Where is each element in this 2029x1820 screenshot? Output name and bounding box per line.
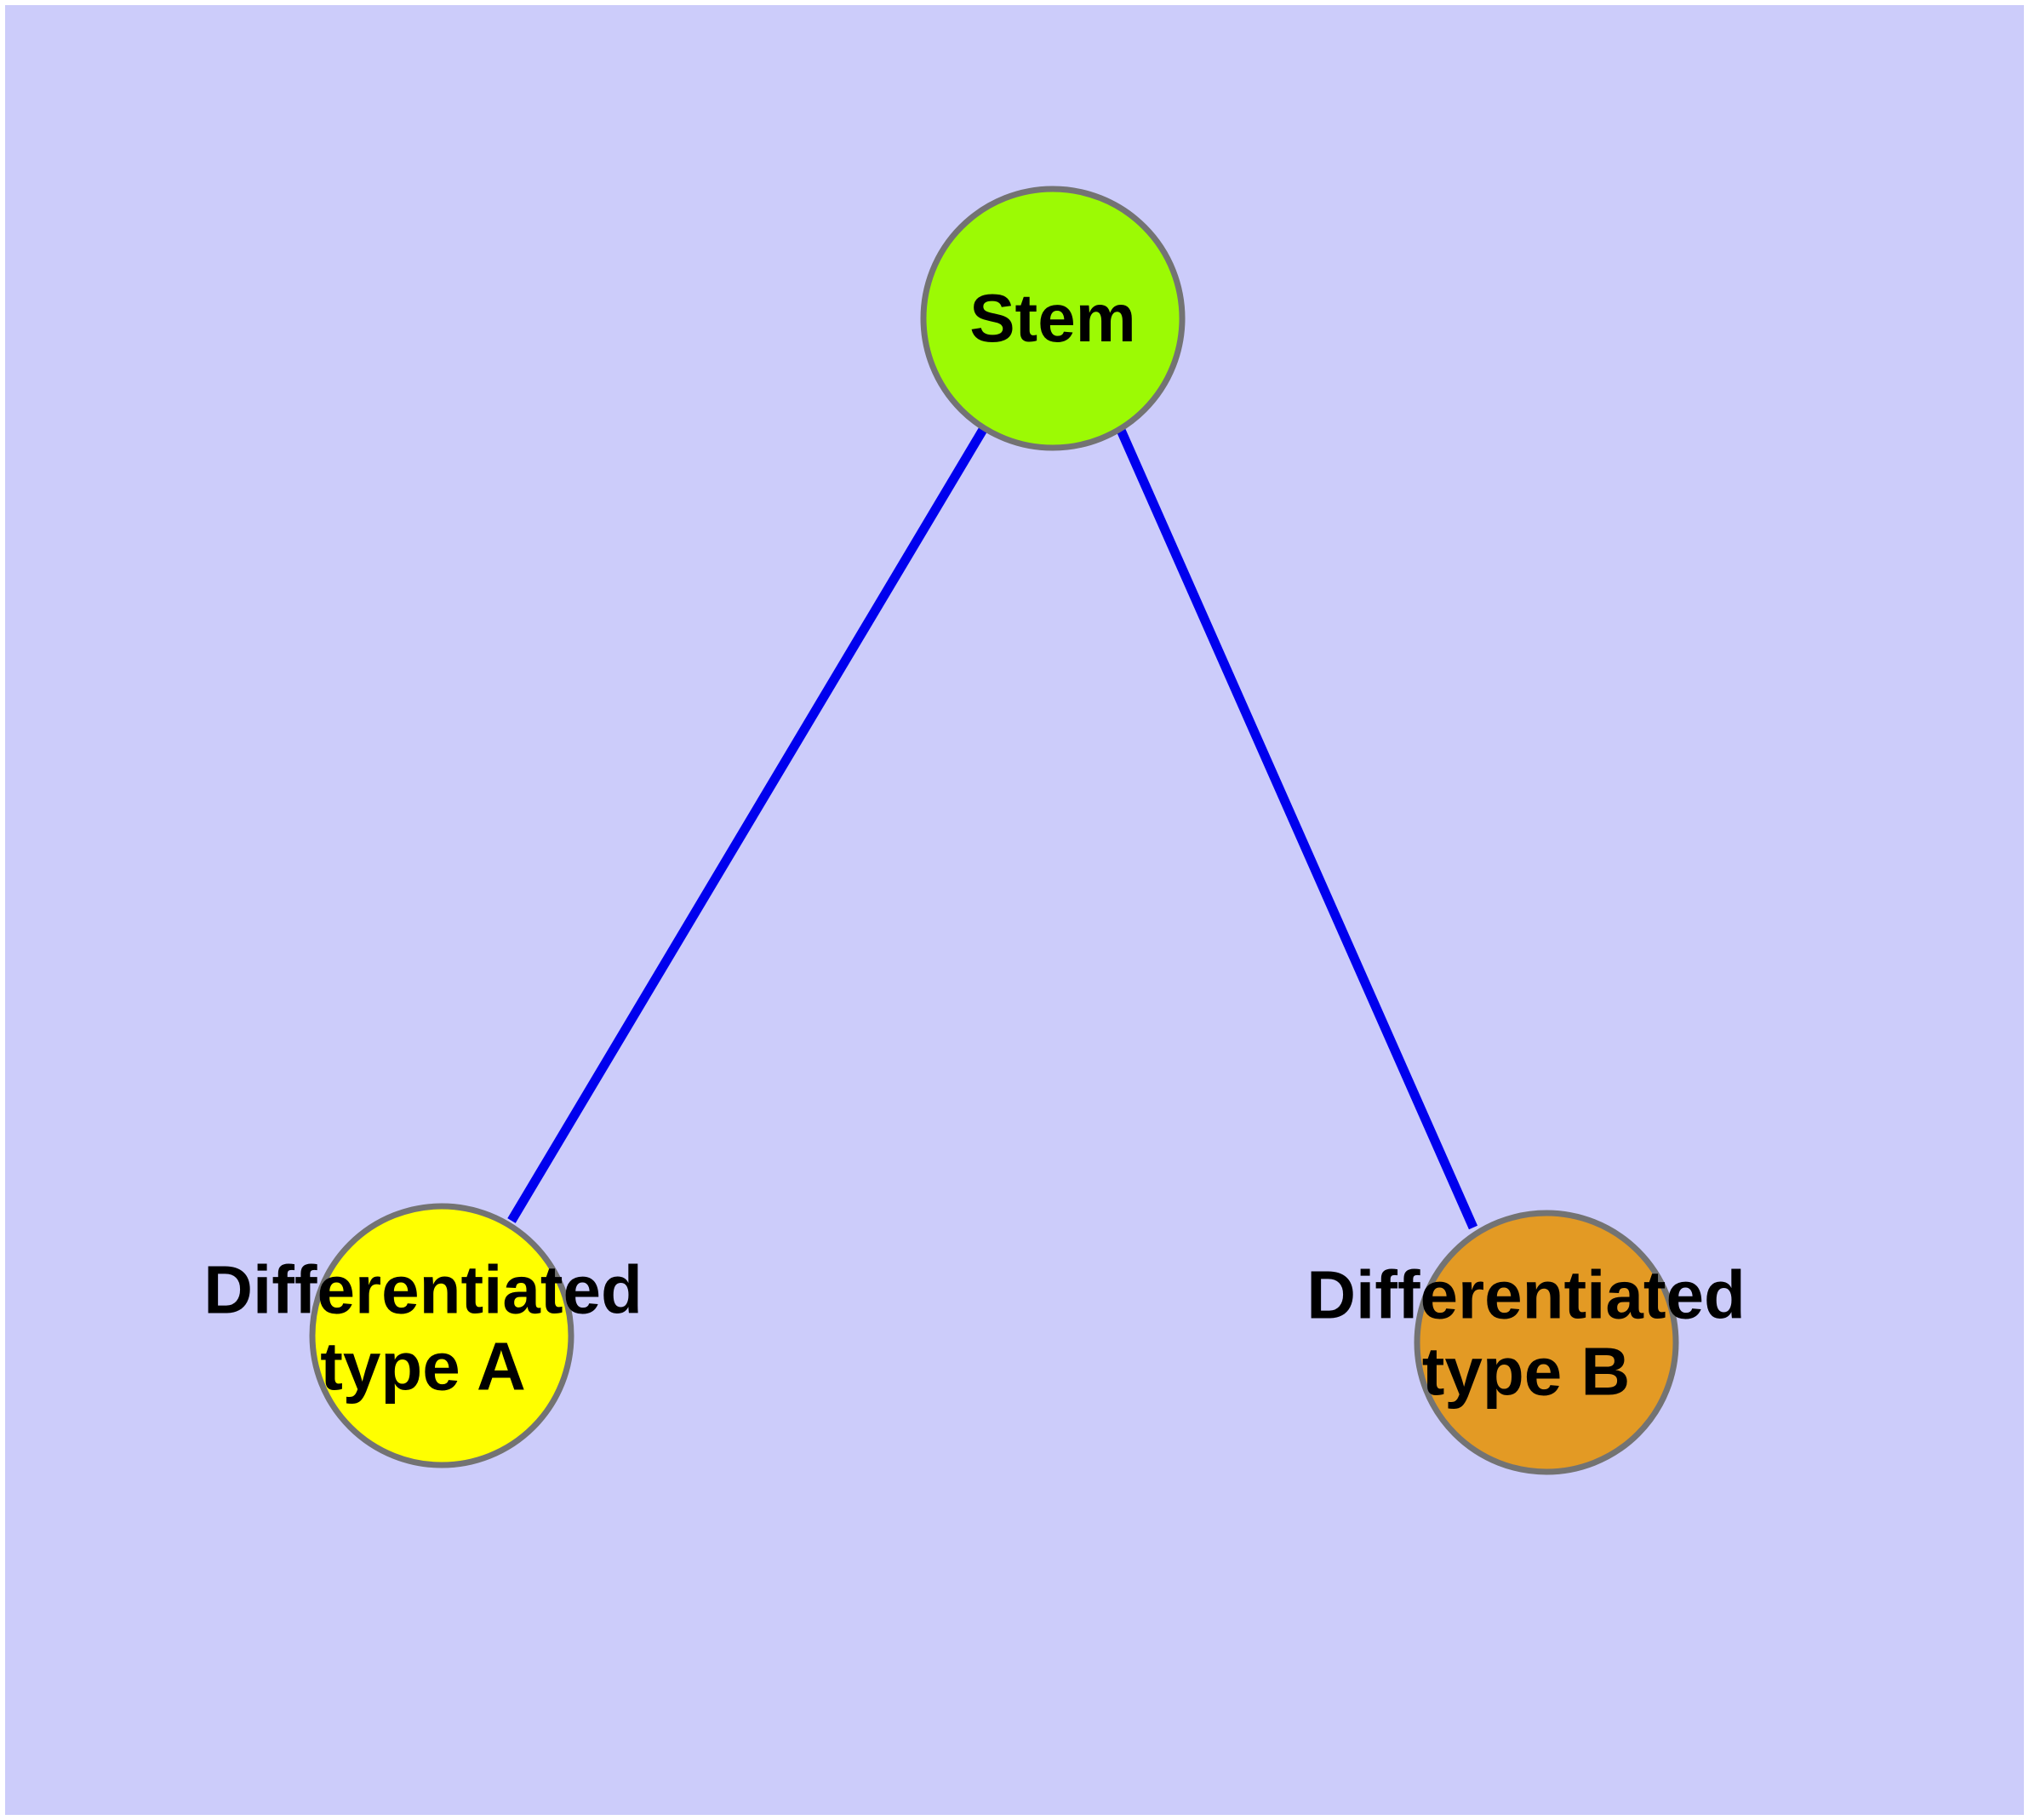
- node-stem[interactable]: [920, 186, 1186, 451]
- node-differentiated-type-a[interactable]: [309, 1203, 574, 1468]
- edge-stem-to-differentiated-type-a[interactable]: [507, 426, 988, 1223]
- node-differentiated-type-b[interactable]: [1414, 1210, 1679, 1475]
- edges-group: [507, 426, 1478, 1230]
- nodes-group: [309, 186, 1679, 1475]
- edge-stem-to-differentiated-type-b[interactable]: [1115, 426, 1478, 1230]
